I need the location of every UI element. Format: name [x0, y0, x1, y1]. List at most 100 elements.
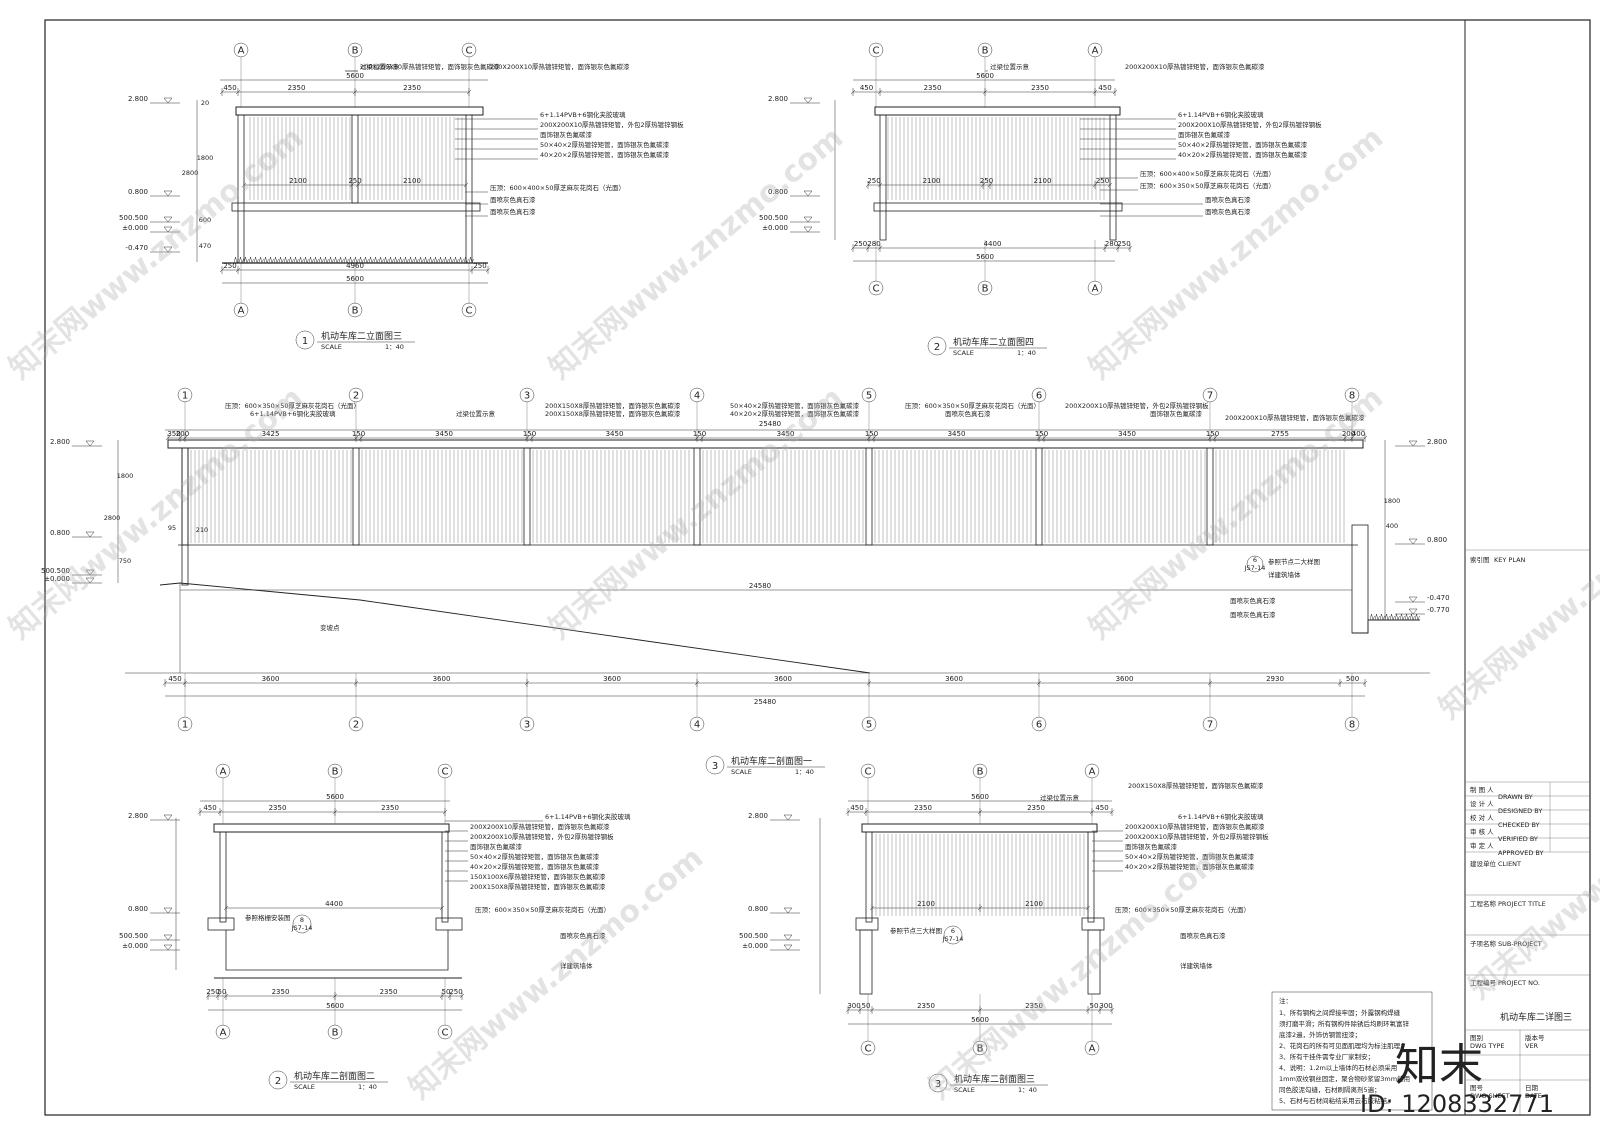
callout-text: 200X200X10厚热镀锌矩管，面饰银灰色氟碳漆 — [1125, 62, 1265, 71]
dim-value: 500 — [1346, 675, 1359, 683]
watermark-text: 知末网www.znzmo.com — [543, 120, 850, 386]
axis-bubble-a-label: A — [238, 46, 245, 57]
section-1-title: 机动车库二剖面图一 — [731, 755, 812, 767]
dim-value: 2350 — [1031, 84, 1049, 92]
elevation-1-scale: 1：40 — [385, 343, 404, 351]
callout-text: 面喷灰色真石漆 — [1230, 610, 1276, 619]
watermark-text: 知末网www.znzmo.com — [3, 120, 310, 386]
dim-total: 5600 — [326, 1002, 344, 1010]
watermark-text: 知末网www.znzmo.com — [1433, 460, 1600, 726]
grass-hatch — [438, 256, 444, 264]
axis-bubble-3-label: 3 — [524, 720, 530, 731]
section-3-scale-label: SCALE — [954, 1086, 975, 1094]
section-2-number-circle — [268, 1070, 288, 1090]
watermark-logo: 知末 — [1395, 1040, 1483, 1091]
project-no-label: 工程编号 — [1470, 978, 1497, 987]
grass-hatch — [403, 256, 409, 264]
notes-item: 须打磨平滑；所有钢构件除锈后均刷环氧富锌 — [1279, 1019, 1410, 1028]
role-label-en: VERIFIED BY — [1498, 835, 1538, 843]
level-label: 500.500 — [119, 214, 148, 222]
dim-value: 2350 — [1027, 804, 1045, 812]
steel-post — [523, 447, 531, 546]
grass-hatch — [458, 256, 464, 264]
grass-hatch — [308, 256, 314, 264]
dim-value: 350 — [167, 430, 180, 438]
dim-value: 2350 — [288, 84, 306, 92]
slope-label: 变坡点 — [320, 623, 340, 632]
level-label: -0.470 — [125, 244, 148, 252]
level-marker — [85, 531, 95, 538]
notes-item: 1、所有钢构之间焊接牢固；外露钢构焊缝 — [1279, 1008, 1401, 1017]
role-label-en: APPROVED BY — [1498, 849, 1544, 857]
dim-value: 4400 — [984, 240, 1002, 248]
grass-hatch — [398, 256, 404, 264]
notes-item: 底漆2遍，外饰仿钢管扭漆； — [1279, 1030, 1361, 1039]
axis-bubble-b-label: B — [352, 46, 359, 57]
grass-hatch — [443, 256, 449, 264]
callout-text: 详建筑墙体 — [560, 961, 593, 970]
callout-text: 压顶：600×350×50厚芝麻灰花岗石（光面） — [475, 905, 610, 914]
section-1-scale-label: SCALE — [731, 768, 752, 776]
steel-post — [352, 447, 360, 546]
level-label: 500.500 — [739, 932, 768, 940]
level-marker — [163, 226, 173, 233]
dim-total: 5600 — [346, 72, 364, 80]
dim-value: 450 — [1095, 804, 1108, 812]
axis-bubble-b-label: B — [332, 1028, 339, 1039]
watermark-id: ID: 1208332771 — [1360, 1090, 1554, 1118]
grass-hatch — [448, 256, 454, 264]
callout-text: 200X200X10厚热镀锌矩管，外包2厚热镀锌钢板 — [1178, 120, 1322, 129]
dim-value: 250 — [1096, 177, 1109, 185]
dim-value: 2100 — [1025, 900, 1043, 908]
callout-text: 参照节点二大样图 — [1268, 557, 1320, 566]
date-label: 日期 — [1525, 1084, 1539, 1092]
dim-value: 95 — [168, 524, 176, 532]
callout-text: 40×20×2厚热镀锌矩管，面饰银灰色氟碳漆 — [540, 150, 670, 159]
callout-text: 6+1.14PVB+6钢化夹胶玻璃 — [545, 812, 631, 821]
detail-ref-number: 8 — [300, 916, 304, 924]
client-label: 建设单位 — [1470, 859, 1497, 868]
level-label: 0.800 — [748, 905, 768, 913]
level-label: 2.800 — [128, 95, 148, 103]
detail-ref-sheet: JS7-14 — [942, 935, 964, 943]
level-label: -0.770 — [1427, 606, 1450, 614]
grass-hatch — [333, 256, 339, 264]
grass-hatch — [238, 256, 244, 264]
dim-value: 280 — [867, 240, 880, 248]
callout-text: 过梁位置示意 — [456, 409, 496, 418]
elevation-2-scale-label: SCALE — [953, 349, 974, 357]
level-marker — [163, 814, 173, 821]
detail-label: 参照节点三大样图 — [890, 926, 942, 935]
level-label: ±0.000 — [122, 942, 148, 950]
grass-hatch — [343, 256, 349, 264]
grass-hatch — [293, 256, 299, 264]
grass-hatch — [1369, 613, 1375, 621]
dim-value: 450 — [860, 84, 873, 92]
axis-bubble-1-label: 1 — [182, 720, 188, 731]
level-label: 500.500 — [759, 214, 788, 222]
project-label-en: PROJECT TITLE — [1498, 900, 1546, 908]
grass-hatch — [1399, 613, 1405, 621]
dim-value: 3450 — [777, 430, 795, 438]
subproject-label-en: SUB-PROJECT — [1498, 940, 1542, 948]
dim-value: 2350 — [269, 804, 287, 812]
grass-hatch — [348, 256, 354, 264]
level-label: 0.800 — [50, 529, 70, 537]
callout-text: 面饰银灰色氟碳漆 — [1178, 130, 1231, 139]
dim-value: 250 — [206, 988, 219, 996]
axis-bubble-6-label: 6 — [1036, 391, 1042, 402]
dim-value: 3600 — [1116, 675, 1134, 683]
callout-text: 200X150X8厚热镀锌矩管，面饰银灰色氟碳漆 — [1128, 781, 1264, 790]
watermark-text: 知末网www.znzmo.com — [1463, 740, 1600, 1006]
dim-value: 50 — [442, 988, 451, 996]
dim-value: 450 — [850, 804, 863, 812]
axis-bubble-c-label: C — [442, 767, 449, 778]
dim-value: 210 — [196, 526, 208, 534]
sheet-label: 图号 — [1470, 1084, 1484, 1092]
callout-text: 200X200X10厚热镀锌矩管，外包2厚热镀锌钢板 — [540, 120, 684, 129]
grass-hatch — [428, 256, 434, 264]
dim-total: 5600 — [971, 793, 989, 801]
dim-value: 150 — [352, 430, 365, 438]
callout-text: 过梁位置示意 — [1040, 793, 1080, 802]
